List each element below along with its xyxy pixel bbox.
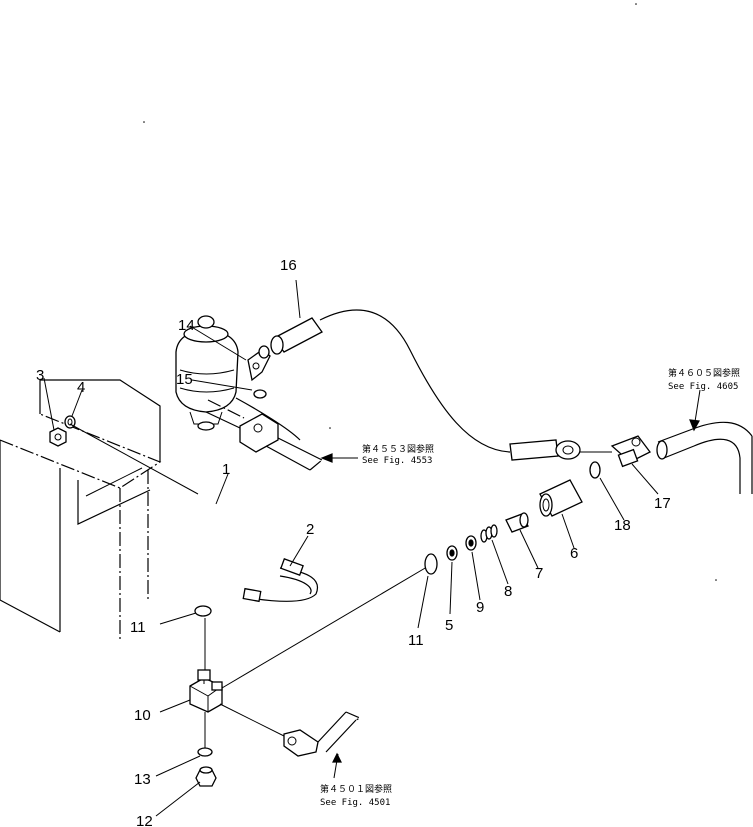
- label-16: 16: [280, 257, 297, 274]
- label-6: 6: [570, 545, 578, 562]
- label-11-left: 11: [130, 619, 146, 636]
- hose-16: [270, 309, 581, 461]
- label-3: 3: [36, 367, 44, 384]
- scan-specks: [143, 3, 717, 581]
- label-5: 5: [445, 617, 453, 634]
- washer-5: [446, 545, 458, 561]
- valve-7: [505, 512, 529, 533]
- reference-en: See Fig. 4605: [668, 382, 738, 392]
- nut-3: [49, 427, 67, 447]
- block-to-fig-4553: [205, 399, 323, 471]
- o-ring-11-right: [424, 553, 438, 575]
- reference-jp: 第４５５３図参照: [362, 443, 434, 455]
- plug-12: [195, 766, 217, 787]
- label-13: 13: [134, 771, 151, 788]
- label-18: 18: [614, 517, 631, 534]
- label-14: 14: [178, 317, 195, 334]
- reference-en: See Fig. 4553: [362, 456, 432, 466]
- sleeve-6: [539, 479, 583, 517]
- filter-element-1: [175, 315, 239, 431]
- o-ring-15: [253, 389, 267, 399]
- o-ring-18: [589, 461, 601, 479]
- label-1: 1: [222, 461, 230, 478]
- reference-jp: 第４５０１図参照: [320, 783, 392, 795]
- reference-fig-4501: 第４５０１図参照 See Fig. 4501: [320, 783, 392, 808]
- label-2: 2: [306, 521, 314, 538]
- pipe-2: [235, 397, 319, 603]
- hose-to-fig-4605: [656, 421, 753, 494]
- tank: [0, 379, 162, 640]
- reference-en: See Fig. 4501: [320, 798, 390, 808]
- elbow-to-fig-4501: [219, 703, 362, 757]
- o-ring-13: [197, 747, 213, 757]
- label-8: 8: [504, 583, 512, 600]
- reference-fig-4605: 第４６０５図参照 See Fig. 4605: [668, 367, 740, 392]
- elbow-14: [247, 345, 271, 382]
- o-ring-11-lower: [194, 605, 212, 617]
- washer-9: [465, 535, 477, 551]
- label-7: 7: [535, 565, 543, 582]
- label-15: 15: [176, 371, 193, 388]
- reference-fig-4553: 第４５５３図参照 See Fig. 4553: [362, 443, 434, 466]
- label-10: 10: [134, 707, 151, 724]
- spring-8: [480, 524, 498, 543]
- block-10: [189, 669, 223, 713]
- reference-jp: 第４６０５図参照: [668, 367, 740, 379]
- label-11-right: 11: [408, 632, 424, 649]
- label-17: 17: [654, 495, 671, 512]
- label-9: 9: [476, 599, 484, 616]
- elbow-17: [610, 435, 651, 468]
- label-12: 12: [136, 813, 153, 827]
- label-4: 4: [77, 379, 85, 396]
- part-number-labels: 1 2 3 4 5 6 7 8 9 10 11 11 12 13 14 15 1…: [36, 257, 671, 827]
- leader-lines: [43, 279, 659, 817]
